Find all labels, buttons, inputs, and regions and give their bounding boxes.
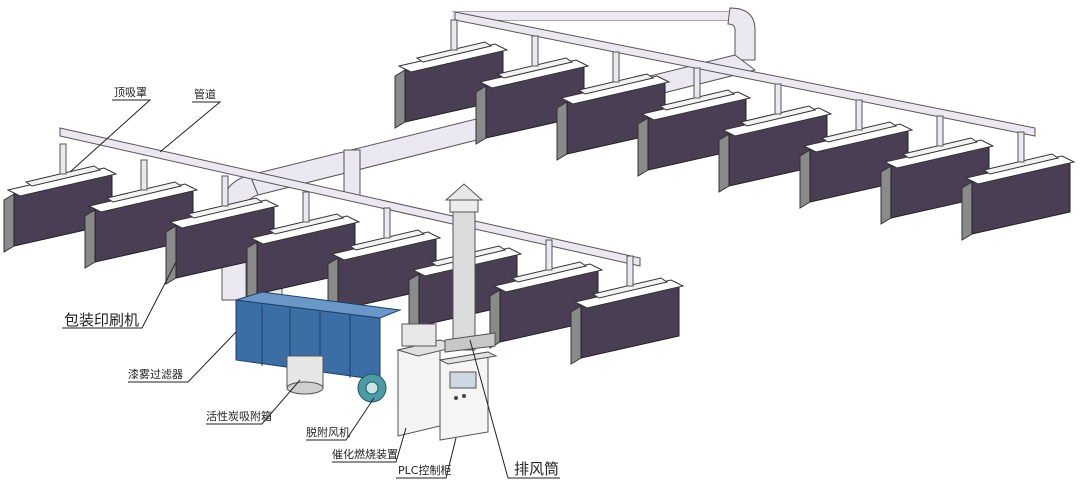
activated-carbon-box	[286, 355, 324, 395]
hood-riser	[59, 143, 67, 175]
hood-riser	[936, 115, 944, 147]
hood-riser	[626, 255, 634, 287]
label-duct: 管道	[194, 87, 216, 101]
label-plc-cabinet: PLC控制柜	[398, 463, 451, 477]
hood-riser	[855, 99, 863, 131]
label-top-hood: 顶吸罩	[114, 86, 147, 99]
top-hood	[397, 41, 509, 73]
top-hood	[721, 105, 833, 137]
plc-control-cabinet	[438, 351, 498, 441]
top-hood	[478, 57, 590, 89]
label-activated-carbon-box: 活性炭吸附箱	[206, 409, 272, 423]
label-paint-mist-filter: 漆雾过滤器	[128, 368, 183, 381]
catalytic-combustion-unit	[396, 323, 462, 437]
top-hood	[330, 229, 442, 261]
hood-riser	[693, 67, 701, 99]
top-hood	[492, 261, 604, 293]
hood-riser	[774, 83, 782, 115]
top-hood	[640, 89, 752, 121]
top-hood	[883, 137, 995, 169]
desorption-fan	[357, 373, 387, 403]
hood-riser	[531, 35, 539, 67]
printing-machine	[570, 255, 685, 365]
branch-duct-right	[454, 11, 1036, 137]
exhaust-stack	[444, 183, 496, 353]
hood-riser	[450, 19, 458, 51]
top-hood	[87, 181, 199, 213]
top-hood	[168, 197, 280, 229]
label-catalytic-combustion: 催化燃烧装置	[332, 447, 398, 461]
paint-mist-filter	[235, 291, 402, 381]
top-hood	[802, 121, 914, 153]
branch-duct-left	[59, 127, 641, 267]
hood-riser	[612, 51, 620, 83]
hood-riser	[221, 175, 229, 207]
label-printing-machine: 包装印刷机	[64, 311, 139, 329]
top-hood	[573, 277, 685, 309]
label-exhaust-stack: 排风筒	[514, 460, 559, 478]
leader-lines	[62, 99, 560, 479]
top-hood	[964, 153, 1076, 185]
top-hood	[559, 73, 671, 105]
printing-machines-rear-row	[394, 19, 1076, 241]
top-hood	[6, 165, 118, 197]
hood-riser	[140, 159, 148, 191]
hood-riser	[545, 239, 553, 271]
label-desorption-fan: 脱附风机	[306, 425, 350, 439]
hood-riser	[1017, 131, 1025, 163]
hood-riser	[302, 191, 310, 223]
hood-riser	[383, 207, 391, 239]
top-hood	[249, 213, 361, 245]
printing-machine	[961, 131, 1076, 241]
